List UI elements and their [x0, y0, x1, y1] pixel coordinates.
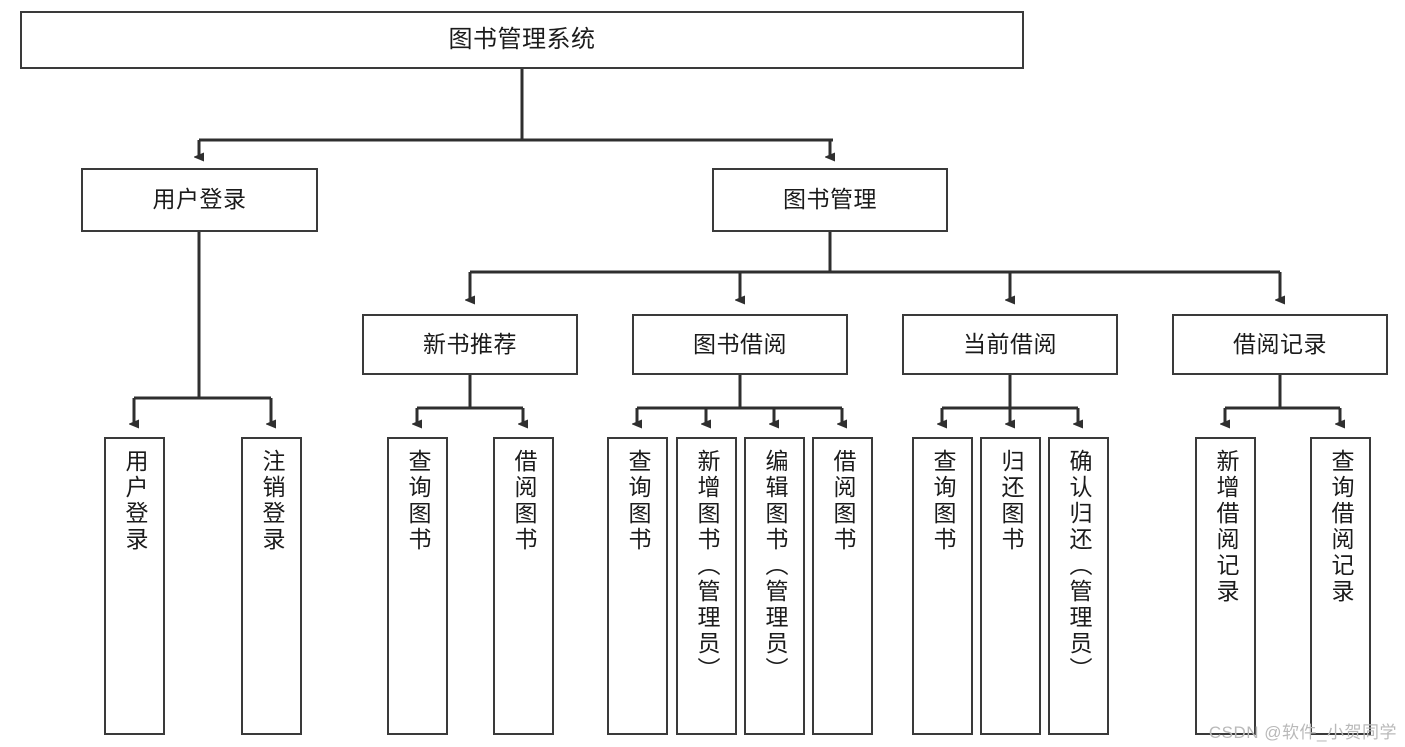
watermark: CSDN @软件_小贺同学 — [1208, 723, 1397, 742]
node-label: 查询图书 — [930, 449, 956, 553]
node-label: 图书管理系统 — [448, 25, 596, 53]
node-new-book-recommendation[interactable]: 新书推荐 — [362, 314, 578, 375]
node-root-book-management-system[interactable]: 图书管理系统 — [20, 11, 1024, 69]
node-borrowing-record[interactable]: 借阅记录 — [1172, 314, 1388, 375]
leaf-current-borrow-return[interactable]: 归还图书 — [980, 437, 1041, 735]
node-label: 归还图书 — [998, 449, 1024, 553]
node-label: 查询借阅记录 — [1328, 449, 1354, 605]
node-book-management[interactable]: 图书管理 — [712, 168, 948, 232]
leaf-book-borrow-add[interactable]: 新增图书（管理员） — [676, 437, 737, 735]
leaf-book-borrow-query[interactable]: 查询图书 — [607, 437, 668, 735]
node-label: 用户登录 — [152, 186, 247, 213]
leaf-user-login-login[interactable]: 用户登录 — [104, 437, 165, 735]
leaf-current-borrow-query[interactable]: 查询图书 — [912, 437, 973, 735]
node-label: 确认归还（管理员） — [1066, 449, 1092, 683]
node-book-borrowing[interactable]: 图书借阅 — [632, 314, 848, 375]
leaf-book-borrow-borrow[interactable]: 借阅图书 — [812, 437, 873, 735]
leaf-current-borrow-confirm-return[interactable]: 确认归还（管理员） — [1048, 437, 1109, 735]
node-label: 借阅图书 — [830, 449, 856, 553]
leaf-book-borrow-edit[interactable]: 编辑图书（管理员） — [744, 437, 805, 735]
node-label: 借阅记录 — [1233, 330, 1327, 357]
leaf-new-book-query[interactable]: 查询图书 — [387, 437, 448, 735]
leaf-user-login-logout[interactable]: 注销登录 — [241, 437, 302, 735]
node-label: 新增图书（管理员） — [694, 449, 720, 683]
node-label: 查询图书 — [405, 449, 431, 553]
node-label: 借阅图书 — [511, 449, 537, 553]
node-label: 编辑图书（管理员） — [762, 449, 788, 683]
leaf-borrow-record-add[interactable]: 新增借阅记录 — [1195, 437, 1256, 735]
leaf-borrow-record-query[interactable]: 查询借阅记录 — [1310, 437, 1371, 735]
node-label: 注销登录 — [259, 449, 285, 553]
node-label: 当前借阅 — [963, 330, 1057, 357]
node-label: 图书管理 — [783, 186, 877, 213]
node-current-borrowing[interactable]: 当前借阅 — [902, 314, 1118, 375]
node-label: 查询图书 — [625, 449, 651, 553]
node-user-login[interactable]: 用户登录 — [81, 168, 318, 232]
node-label: 新书推荐 — [423, 330, 517, 357]
node-label: 新增借阅记录 — [1213, 449, 1239, 605]
leaf-new-book-borrow[interactable]: 借阅图书 — [493, 437, 554, 735]
node-label: 用户登录 — [122, 449, 148, 553]
node-label: 图书借阅 — [693, 330, 787, 357]
